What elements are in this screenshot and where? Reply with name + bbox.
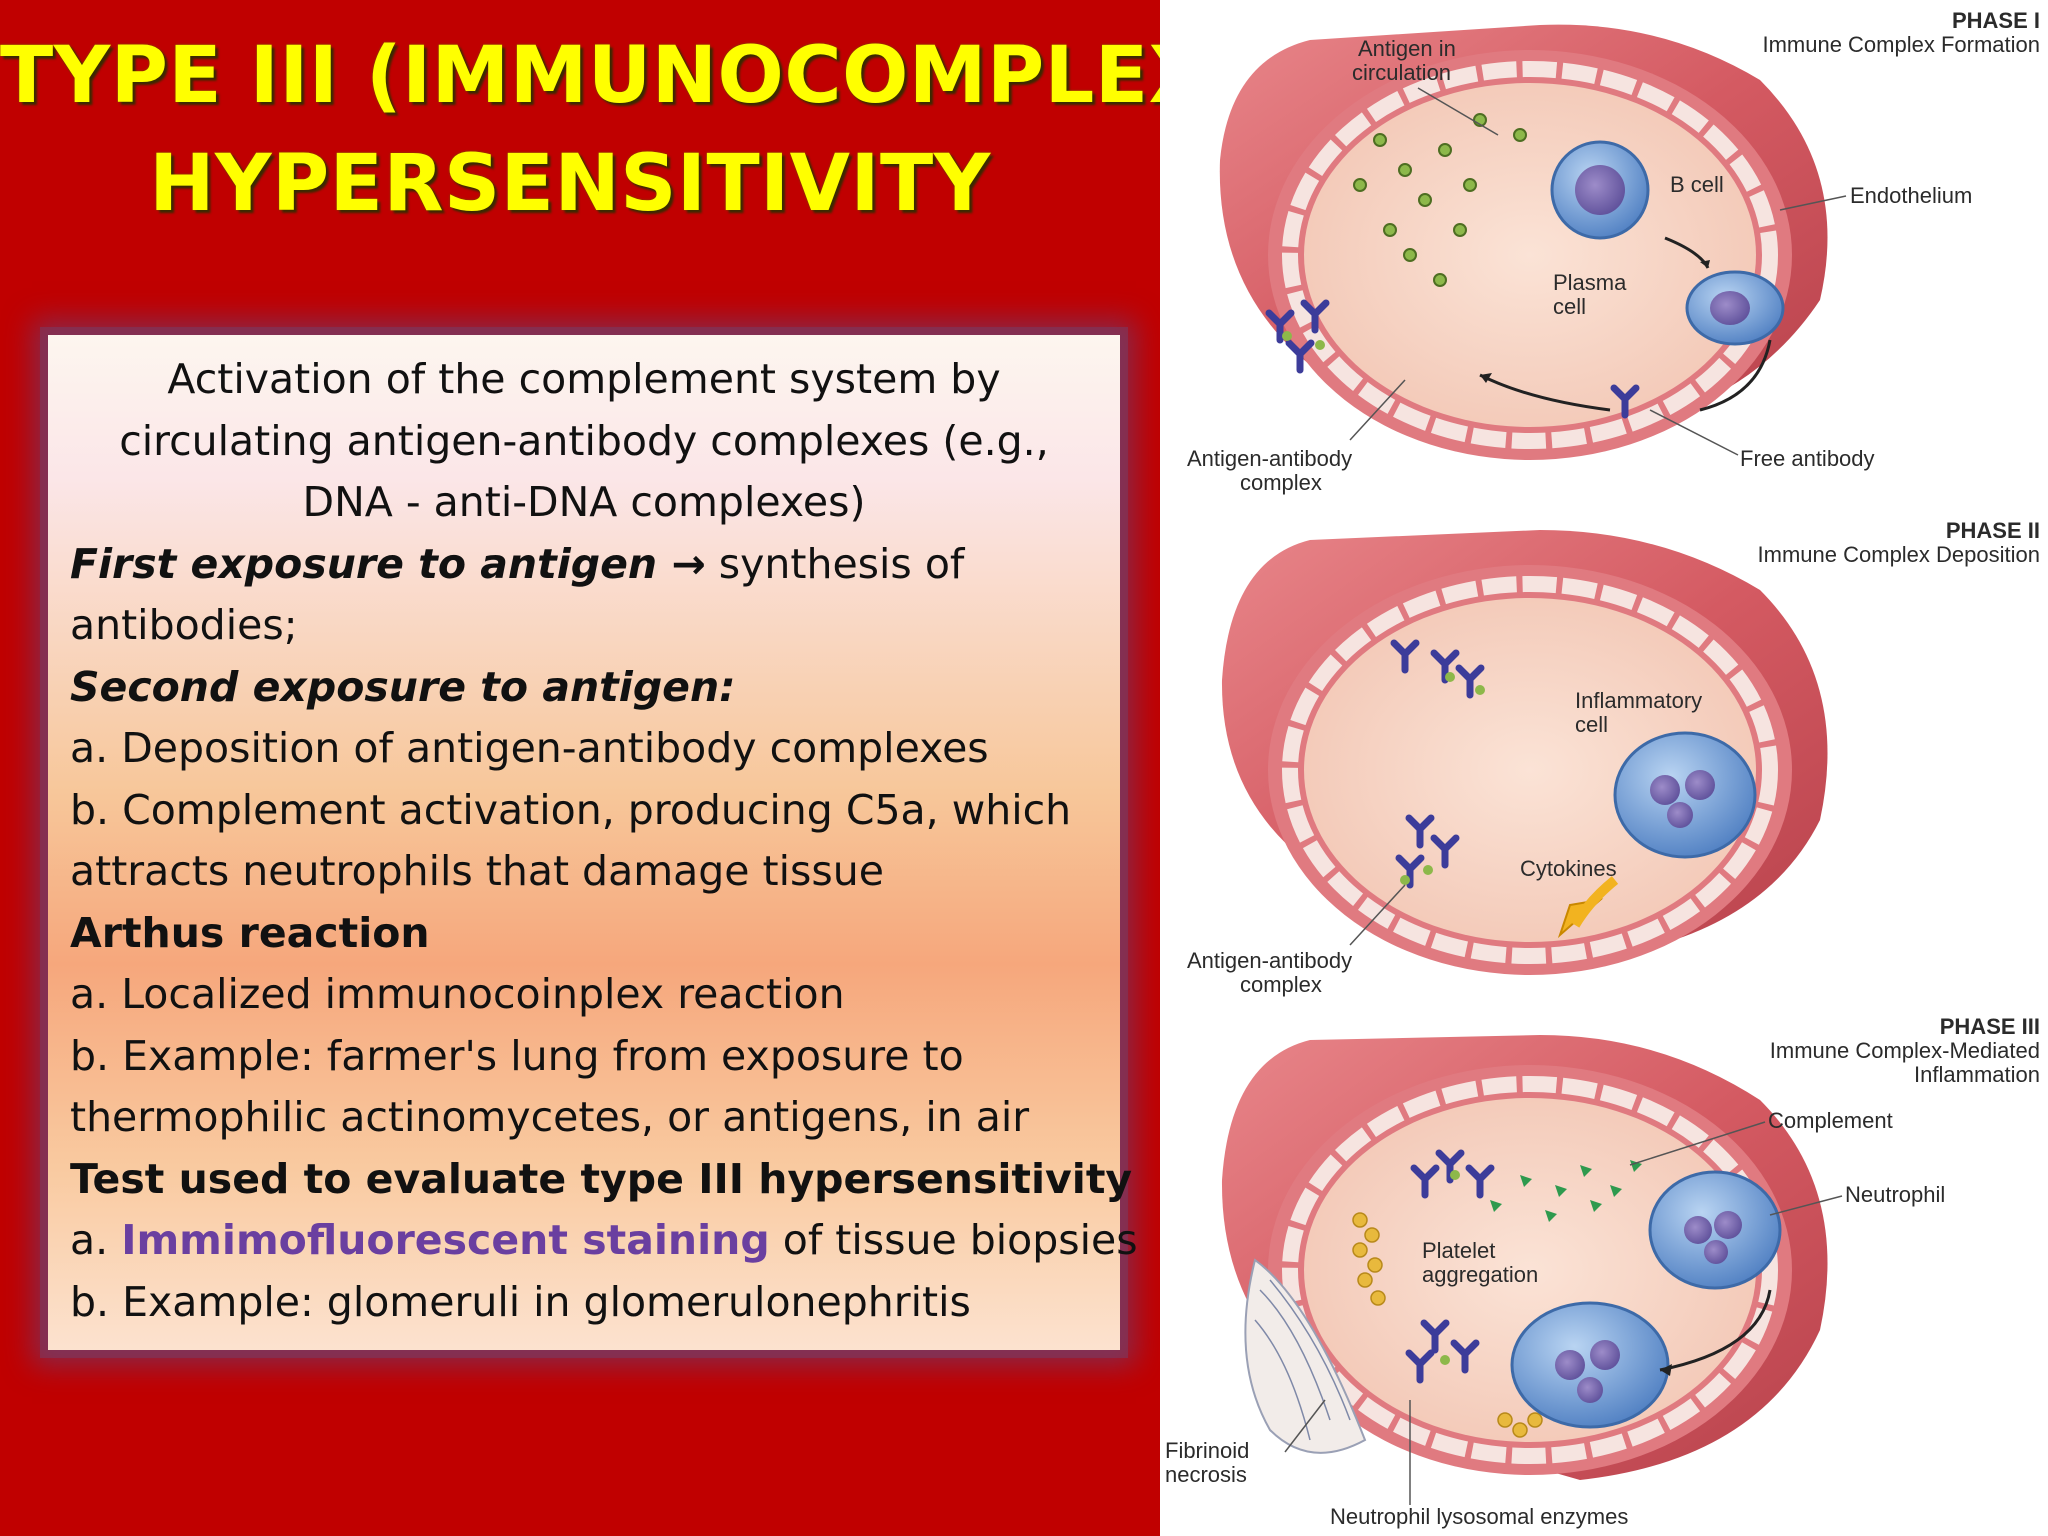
phase-2-title: PHASE II [1946, 518, 2040, 543]
b-cell-label: B cell [1670, 172, 1724, 197]
first-exposure-line: First exposure to antigen → synthesis of [70, 534, 1098, 596]
complex-label-2b: complex [1240, 972, 1322, 997]
inflammatory-label-2: cell [1575, 712, 1608, 737]
test-a-prefix: a. [70, 1216, 122, 1264]
text-panel: TYPE III (IMMUNOCOMPLEX) HYPERSENSITIVIT… [0, 0, 1246, 1536]
endothelium-label: Endothelium [1850, 183, 1972, 208]
plasma-label-2: cell [1553, 294, 1586, 319]
inflammatory-label-1: Inflammatory [1575, 688, 1702, 713]
test-heading: Test used to evaluate type III hypersens… [70, 1154, 1133, 1203]
phase-3-subtitle-2: Inflammation [1914, 1062, 2040, 1087]
antigen-label-2: circulation [1352, 60, 1451, 85]
complex-label-2: complex [1240, 470, 1322, 495]
second-exposure-heading: Second exposure to antigen: [70, 662, 736, 711]
test-a: a. Immimofluorescent staining of tissue … [70, 1210, 1138, 1272]
phase-3-subtitle-1: Immune Complex-Mediated [1770, 1038, 2040, 1063]
test-b: b. Example: glomeruli in glomerulonephri… [70, 1277, 971, 1326]
intro-line-3: DNA - anti-DNA complexes) [302, 478, 866, 526]
second-exposure-b-2: attracts neutrophils that damage tissue [70, 847, 884, 895]
phase-3-title: PHASE III [1940, 1014, 2040, 1039]
fibrinoid-label-1: Fibrinoid [1165, 1438, 1249, 1463]
arthus-b-2: thermophilic actinomycetes, or antigens,… [70, 1093, 1030, 1141]
first-exposure-text: synthesis of [705, 539, 965, 588]
content-box: Activation of the complement system by c… [48, 335, 1138, 1350]
enzymes-label: Neutrophil lysosomal enzymes [1330, 1504, 1628, 1529]
second-exposure-a: a. Deposition of antigen-antibody comple… [70, 724, 989, 772]
phase-2-labels: PHASE II Immune Complex Deposition Infla… [1187, 518, 2040, 997]
first-exposure-line-2: antibodies; [70, 601, 298, 649]
arthus-heading: Arthus reaction [70, 908, 430, 957]
phase-3-vessel [1221, 1035, 1828, 1480]
second-exposure-b-1: b. Complement activation, producing C5a,… [70, 785, 1072, 834]
immune-complex-diagram: PHASE I Immune Complex Formation Antigen… [1165, 8, 2040, 1529]
title-line-1: TYPE III (IMMUNOCOMPLEX) [0, 31, 1246, 121]
phase-1-subtitle: Immune Complex Formation [1762, 32, 2040, 57]
phase-1-vessel [1219, 24, 1828, 460]
platelet-label-2: aggregation [1422, 1262, 1538, 1287]
platelet-label-1: Platelet [1422, 1238, 1495, 1263]
antigen-label-1: Antigen in [1358, 36, 1456, 61]
neutrophil-label: Neutrophil [1845, 1182, 1945, 1207]
first-exposure-label: First exposure to antigen → [70, 539, 706, 588]
phase-1-title: PHASE I [1952, 8, 2040, 33]
fibrinoid-label-2: necrosis [1165, 1462, 1247, 1487]
arthus-a: a. Localized immunocoinplex reaction [70, 970, 845, 1018]
cytokines-label: Cytokines [1520, 856, 1617, 881]
diagram-panel: PHASE I Immune Complex Formation Antigen… [1160, 0, 2048, 1536]
test-a-highlight: Immimofluorescent staining [121, 1216, 770, 1264]
free-antibody-label: Free antibody [1740, 446, 1875, 471]
plasma-label-1: Plasma [1553, 270, 1627, 295]
phase-2-subtitle: Immune Complex Deposition [1758, 542, 2040, 567]
slide-title: TYPE III (IMMUNOCOMPLEX) HYPERSENSITIVIT… [0, 22, 1246, 238]
arthus-b-1: b. Example: farmer's lung from exposure … [70, 1031, 964, 1080]
complement-label: Complement [1768, 1108, 1893, 1133]
phase-2-vessel [1221, 530, 1828, 975]
phase-3-labels: PHASE III Immune Complex-Mediated Inflam… [1165, 1014, 2040, 1529]
title-line-2: HYPERSENSITIVITY [149, 139, 991, 229]
test-a-suffix: of tissue biopsies [769, 1216, 1138, 1264]
intro-line-1: Activation of the complement system by [167, 355, 1001, 403]
complex-label-1b: Antigen-antibody [1187, 948, 1352, 973]
complex-label-1: Antigen-antibody [1187, 446, 1352, 471]
intro-line-2: circulating antigen-antibody complexes (… [119, 416, 1049, 465]
phase-1-labels: PHASE I Immune Complex Formation Antigen… [1187, 8, 2040, 495]
